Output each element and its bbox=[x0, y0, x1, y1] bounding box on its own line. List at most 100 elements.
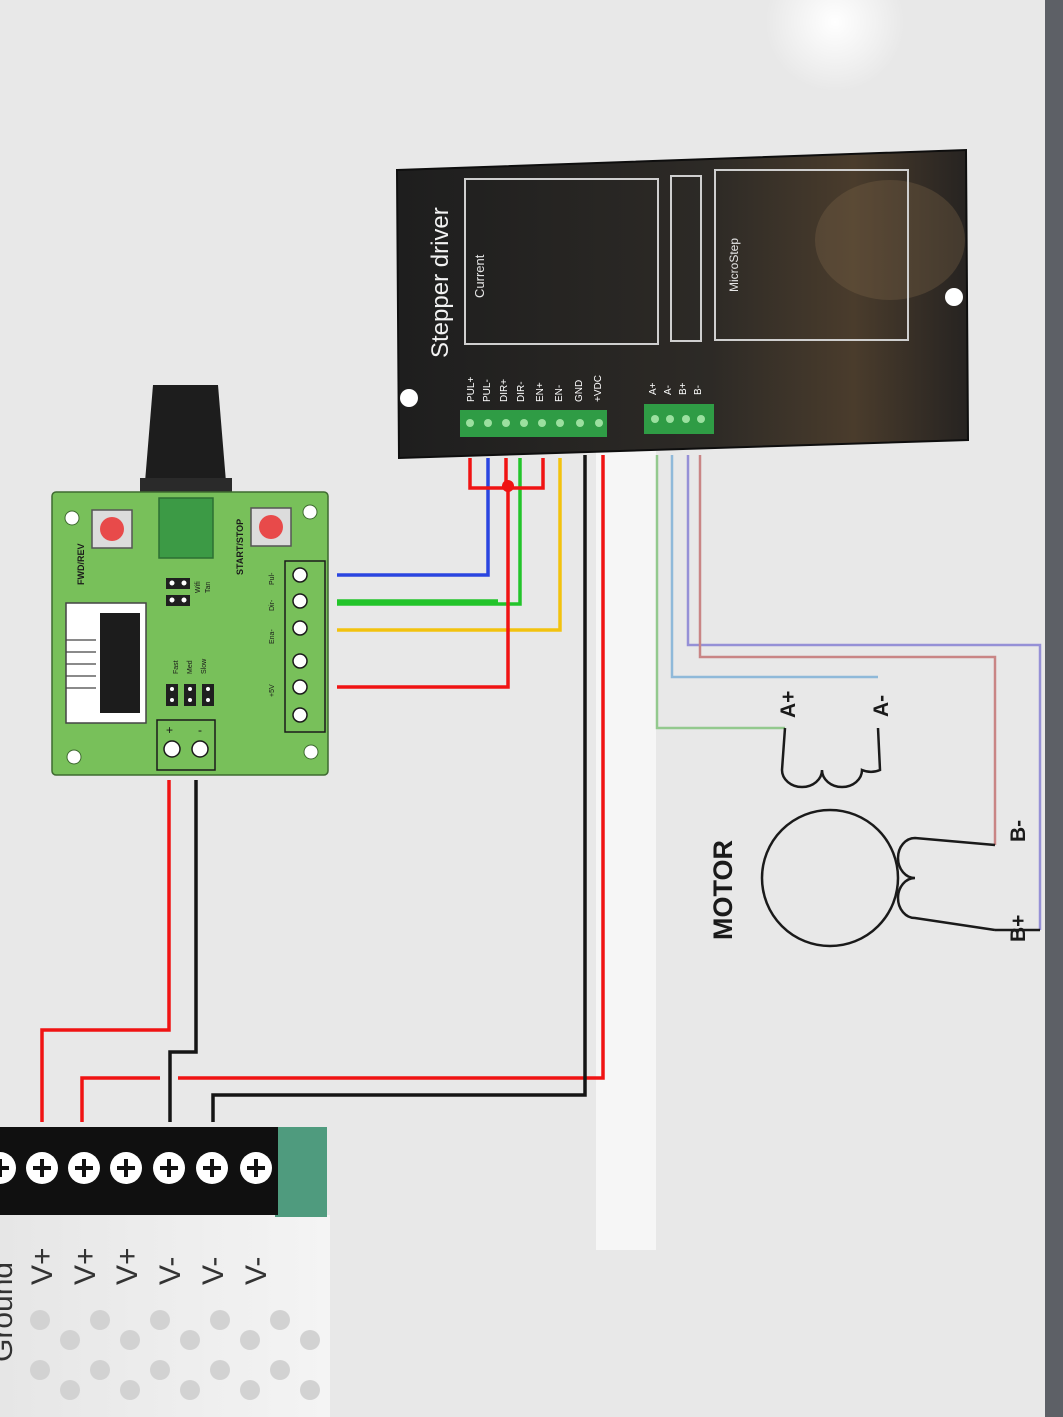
coil-b bbox=[896, 836, 996, 932]
coil-label-b-plus: B+ bbox=[1007, 915, 1030, 942]
motor-terminal-screws bbox=[651, 415, 705, 423]
psu-heading-fragment: Ground bbox=[0, 1262, 19, 1362]
driver-reflection bbox=[815, 180, 965, 300]
background-strip bbox=[596, 440, 656, 1250]
lcd-pins bbox=[66, 639, 96, 689]
current-label: Current bbox=[472, 254, 487, 298]
wire-controller-minus bbox=[168, 780, 198, 1122]
coil-label-a-plus: A+ bbox=[777, 691, 800, 718]
board-hole-br bbox=[303, 744, 319, 760]
power-wires bbox=[40, 455, 605, 1122]
screen-bezel bbox=[1045, 0, 1063, 1417]
screen-glare bbox=[765, 0, 905, 92]
motor-rotor-circle bbox=[760, 808, 900, 948]
signal-terminal-screws bbox=[466, 419, 603, 427]
controller-board: FWD/REV START/STOP Wifi Tan Fast Med S bbox=[51, 385, 329, 776]
speed-knob-collar bbox=[140, 478, 232, 494]
signal-output-terminal bbox=[284, 560, 326, 733]
driver-title: Stepper driver bbox=[427, 207, 454, 358]
terminal-label-dir: Dir- bbox=[269, 599, 276, 611]
motor-wire-a-minus bbox=[670, 455, 878, 679]
power-screw-minus bbox=[191, 740, 209, 758]
power-label-minus: - bbox=[198, 723, 202, 737]
coil-a bbox=[780, 727, 882, 789]
psu-label-vminus-3: V- bbox=[240, 1257, 273, 1285]
pin-label-gnd: GND bbox=[574, 380, 585, 402]
signal-wires bbox=[337, 458, 562, 689]
motor-symbol: MOTOR A+ A- B+ B- bbox=[708, 691, 1040, 948]
terminal-label-5v: +5V bbox=[269, 684, 276, 697]
terminal-label-pul: Pul- bbox=[269, 572, 276, 585]
wire-pul-minus bbox=[337, 458, 490, 577]
psu-label-vminus-2: V- bbox=[197, 1257, 230, 1285]
mode-jumpers bbox=[166, 578, 190, 606]
pin-label-b-minus: B- bbox=[693, 385, 704, 395]
pin-label-pul-minus: PUL- bbox=[482, 379, 493, 402]
psu-label-vminus-1: V- bbox=[154, 1257, 187, 1285]
wire-driver-gnd bbox=[211, 455, 587, 1122]
motor-wire-b-minus bbox=[698, 455, 997, 845]
psu-label-vplus-1: V+ bbox=[26, 1247, 59, 1285]
stepper-driver: Stepper driver Current MicroStep PUL+ PU… bbox=[395, 148, 970, 460]
pin-label-a-plus: A+ bbox=[648, 382, 659, 395]
speed-label-med: Med bbox=[187, 660, 194, 674]
motor-wire-a-plus bbox=[655, 455, 785, 730]
wire-controller-plus bbox=[40, 780, 171, 1122]
wire-5v bbox=[337, 484, 510, 689]
microstep-label: MicroStep bbox=[727, 238, 741, 292]
mode-labels: Wifi Tan bbox=[195, 581, 212, 593]
terminal-labels: +5V Ena- Dir- Pul- bbox=[269, 572, 276, 697]
potentiometer-base bbox=[158, 497, 214, 559]
speed-label-fast: Fast bbox=[173, 660, 180, 674]
pin-label-en-minus: EN- bbox=[554, 385, 565, 402]
power-supply: Ground V+ V+ V+ V- V- V- bbox=[0, 1127, 330, 1417]
driver-mount-hole-right bbox=[945, 288, 963, 306]
psu-label-vplus-2: V+ bbox=[69, 1247, 102, 1285]
coil-label-b-minus: B- bbox=[1007, 820, 1030, 842]
coil-label-a-minus: A- bbox=[870, 695, 893, 717]
board-hole-tl bbox=[64, 510, 80, 526]
pin-label-vdc: +VDC bbox=[593, 375, 604, 402]
start-stop-button-cap[interactable] bbox=[259, 515, 283, 539]
mode-label-1: Tan bbox=[205, 582, 212, 593]
middle-dip-box bbox=[670, 175, 702, 342]
microstep-dip-box bbox=[714, 169, 909, 341]
pin-label-dir-minus: DIR- bbox=[516, 381, 527, 402]
coil-labels: A+ A- B+ B- bbox=[777, 691, 1030, 942]
pin-label-b-plus: B+ bbox=[678, 382, 689, 395]
wire-driver-vdc bbox=[178, 455, 605, 1080]
psu-green-edge bbox=[275, 1127, 327, 1217]
speed-knob bbox=[145, 385, 226, 482]
psu-label-vplus-3: V+ bbox=[111, 1247, 144, 1285]
speed-label-slow: Slow bbox=[201, 658, 208, 674]
motor-wire-b-plus bbox=[686, 455, 1042, 930]
terminal-label-ena: Ena- bbox=[269, 629, 276, 644]
pin-label-a-minus: A- bbox=[663, 385, 674, 395]
driver-body bbox=[395, 148, 970, 460]
motor-title: MOTOR bbox=[708, 840, 738, 940]
power-screw-plus bbox=[163, 740, 181, 758]
speed-labels: Fast Med Slow bbox=[173, 658, 208, 674]
psu-terminal-labels: V+ V+ V+ V- V- V- bbox=[26, 1247, 273, 1285]
psu-terminal-screws bbox=[0, 1152, 272, 1184]
pin-label-pul-plus: PUL+ bbox=[466, 377, 477, 402]
junction-dot bbox=[502, 480, 514, 492]
signal-pin-labels: PUL+ PUL- DIR+ DIR- EN+ EN- GND +VDC bbox=[466, 375, 604, 402]
motor-wires bbox=[655, 455, 1042, 930]
fwd-rev-label: FWD/REV bbox=[76, 544, 86, 586]
mode-label-0: Wifi bbox=[195, 581, 202, 593]
driver-mount-hole-left bbox=[400, 389, 418, 407]
wire-ena-minus bbox=[337, 458, 562, 632]
board-hole-tr bbox=[302, 504, 318, 520]
speed-jumpers bbox=[166, 684, 214, 706]
pin-label-en-plus: EN+ bbox=[535, 382, 546, 402]
signal-terminal-block bbox=[460, 410, 607, 437]
power-label-plus: + bbox=[166, 723, 173, 737]
start-stop-label: START/STOP bbox=[235, 519, 245, 575]
psu-vent-holes bbox=[30, 1310, 320, 1400]
current-dip-box bbox=[464, 178, 659, 345]
fwd-rev-button-cap[interactable] bbox=[100, 517, 124, 541]
wire-psu-vplus-2 bbox=[80, 1076, 160, 1122]
